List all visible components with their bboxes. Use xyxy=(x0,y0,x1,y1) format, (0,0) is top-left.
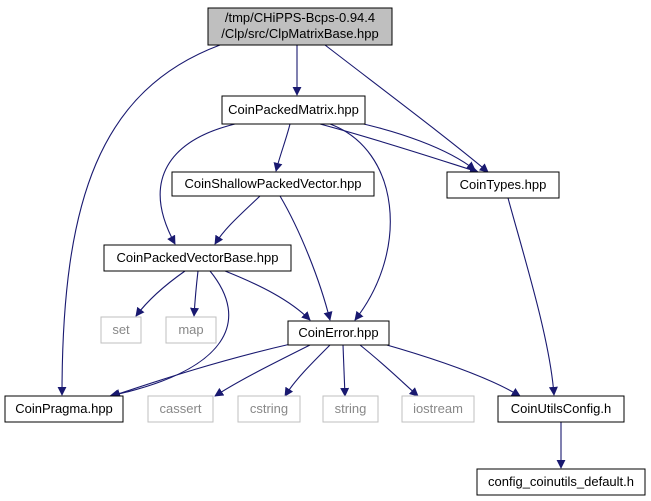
node-vector-base-label[interactable]: CoinPackedVectorBase.hpp xyxy=(117,250,279,265)
edge-error-to-cstring xyxy=(284,344,331,397)
edge-shallow-vector-to-error xyxy=(279,195,333,321)
node-pragma[interactable]: CoinPragma.hpp xyxy=(4,395,124,423)
node-root: /tmp/CHiPPS-Bcps-0.94.4 /Clp/src/ClpMatr… xyxy=(207,7,393,46)
node-cstring-box xyxy=(237,395,301,423)
node-iostream-label: iostream xyxy=(413,401,463,416)
node-packed-matrix-box[interactable] xyxy=(221,95,366,125)
edge-vector-base-to-map xyxy=(190,270,199,317)
edge-error-to-cassert xyxy=(214,344,311,397)
node-packed-matrix-label[interactable]: CoinPackedMatrix.hpp xyxy=(228,102,359,117)
node-vector-base-box[interactable] xyxy=(103,244,292,272)
node-string-box xyxy=(322,395,379,423)
node-error-label[interactable]: CoinError.hpp xyxy=(298,325,378,340)
node-shallow-vector[interactable]: CoinShallowPackedVector.hpp xyxy=(171,171,375,197)
node-cassert-box xyxy=(147,395,214,423)
node-string-label: string xyxy=(335,401,367,416)
node-map-box xyxy=(165,316,217,344)
edge-vector-base-to-pragma xyxy=(109,270,230,399)
edge-root-to-pragma xyxy=(57,44,221,396)
node-map: map xyxy=(165,316,217,344)
node-root-line-2: /Clp/src/ClpMatrixBase.hpp xyxy=(221,26,379,41)
node-error[interactable]: CoinError.hpp xyxy=(287,320,390,346)
node-config-default-box[interactable] xyxy=(476,468,646,496)
edge-packed-matrix-to-error xyxy=(329,123,391,321)
edge-error-to-utils-config xyxy=(379,342,521,397)
node-pragma-label[interactable]: CoinPragma.hpp xyxy=(15,401,113,416)
node-utils-config[interactable]: CoinUtilsConfig.h xyxy=(497,395,625,423)
node-config-default[interactable]: config_coinutils_default.h xyxy=(476,468,646,496)
edge-packed-matrix-to-vector-base xyxy=(159,123,236,245)
node-types-box[interactable] xyxy=(446,171,560,199)
node-vector-base[interactable]: CoinPackedVectorBase.hpp xyxy=(103,244,292,272)
node-error-box[interactable] xyxy=(287,320,390,346)
node-root-line-1: /tmp/CHiPPS-Bcps-0.94.4 xyxy=(225,10,375,25)
node-shallow-vector-box[interactable] xyxy=(171,171,375,197)
node-set: set xyxy=(100,316,142,344)
node-map-label: map xyxy=(178,322,203,337)
edge-packed-matrix-to-types xyxy=(319,123,479,174)
edge-packed-matrix-to-shallow-vector xyxy=(273,123,291,172)
node-string: string xyxy=(322,395,379,423)
node-iostream-box xyxy=(401,395,475,423)
edge-vector-base-to-error xyxy=(224,270,311,321)
edge-vector-base-to-set xyxy=(135,270,186,317)
edge-error-to-string xyxy=(340,344,350,397)
node-cstring: cstring xyxy=(237,395,301,423)
node-utils-config-label[interactable]: CoinUtilsConfig.h xyxy=(511,401,611,416)
edge-root-to-types xyxy=(324,44,489,173)
edge-error-to-pragma xyxy=(111,342,296,398)
node-cassert: cassert xyxy=(147,395,214,423)
node-root-box xyxy=(207,7,393,46)
node-cassert-label: cassert xyxy=(160,401,202,416)
edge-shallow-vector-to-vector-base xyxy=(214,195,261,245)
node-pragma-box[interactable] xyxy=(4,395,124,423)
node-utils-config-box[interactable] xyxy=(497,395,625,423)
edge-error-to-iostream xyxy=(359,344,419,397)
node-iostream: iostream xyxy=(401,395,475,423)
node-shallow-vector-label[interactable]: CoinShallowPackedVector.hpp xyxy=(184,176,361,191)
node-config-default-label[interactable]: config_coinutils_default.h xyxy=(488,474,634,489)
node-types[interactable]: CoinTypes.hpp xyxy=(446,171,560,199)
node-types-label[interactable]: CoinTypes.hpp xyxy=(460,177,547,192)
nodes: /tmp/CHiPPS-Bcps-0.94.4 /Clp/src/ClpMatr… xyxy=(4,7,646,496)
node-packed-matrix[interactable]: CoinPackedMatrix.hpp xyxy=(221,95,366,125)
edge-types-to-utils-config xyxy=(507,197,558,396)
node-set-box xyxy=(100,316,142,344)
node-cstring-label: cstring xyxy=(250,401,288,416)
node-set-label: set xyxy=(112,322,130,337)
